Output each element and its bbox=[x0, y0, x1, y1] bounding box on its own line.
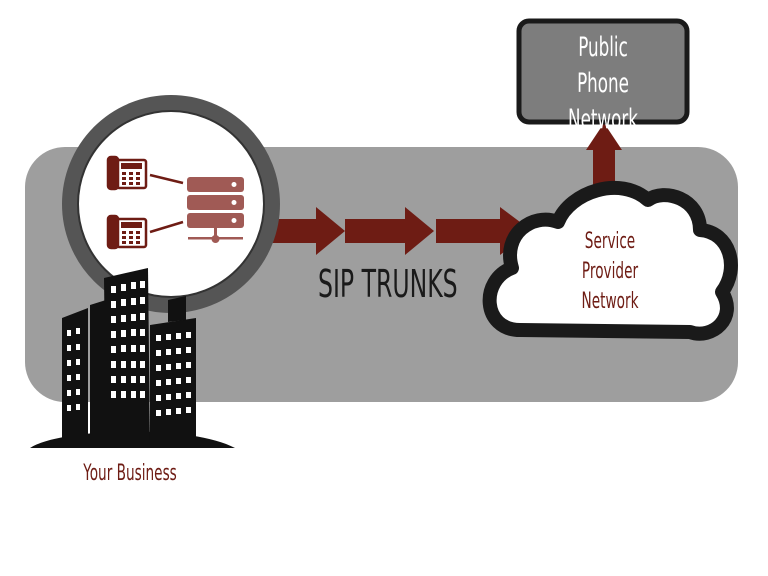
service-provider-network-label-line2: Provider bbox=[581, 259, 639, 284]
arrow-right-icon bbox=[345, 207, 434, 255]
public-phone-network-label-line1: Public Phone bbox=[577, 32, 629, 99]
public-phone-network-label-line2: Network bbox=[568, 104, 638, 135]
service-provider-network-label-line1: Service bbox=[584, 229, 636, 254]
sip-trunk-arrows bbox=[270, 207, 532, 255]
desk-phone-icon bbox=[106, 155, 148, 191]
cloud-icon bbox=[482, 180, 738, 341]
server-rack-icon bbox=[187, 177, 244, 243]
service-provider-network-label-line3: Network bbox=[581, 289, 639, 314]
magnifier-inner-ring bbox=[77, 110, 265, 298]
arrow-right-icon bbox=[270, 207, 345, 255]
public-phone-network-box bbox=[516, 18, 690, 125]
desk-phone-icon bbox=[106, 214, 148, 250]
arrow-right-icon bbox=[436, 207, 532, 255]
public-phone-network-label: Public Phone Network bbox=[519, 30, 687, 138]
your-business-label: Your Business bbox=[83, 461, 177, 486]
office-buildings-icon bbox=[30, 268, 235, 448]
sip-trunks-label: SIP TRUNKS bbox=[318, 262, 458, 306]
phone-server-connectors bbox=[149, 173, 184, 234]
service-provider-network-label: Service Provider Network bbox=[545, 227, 675, 317]
